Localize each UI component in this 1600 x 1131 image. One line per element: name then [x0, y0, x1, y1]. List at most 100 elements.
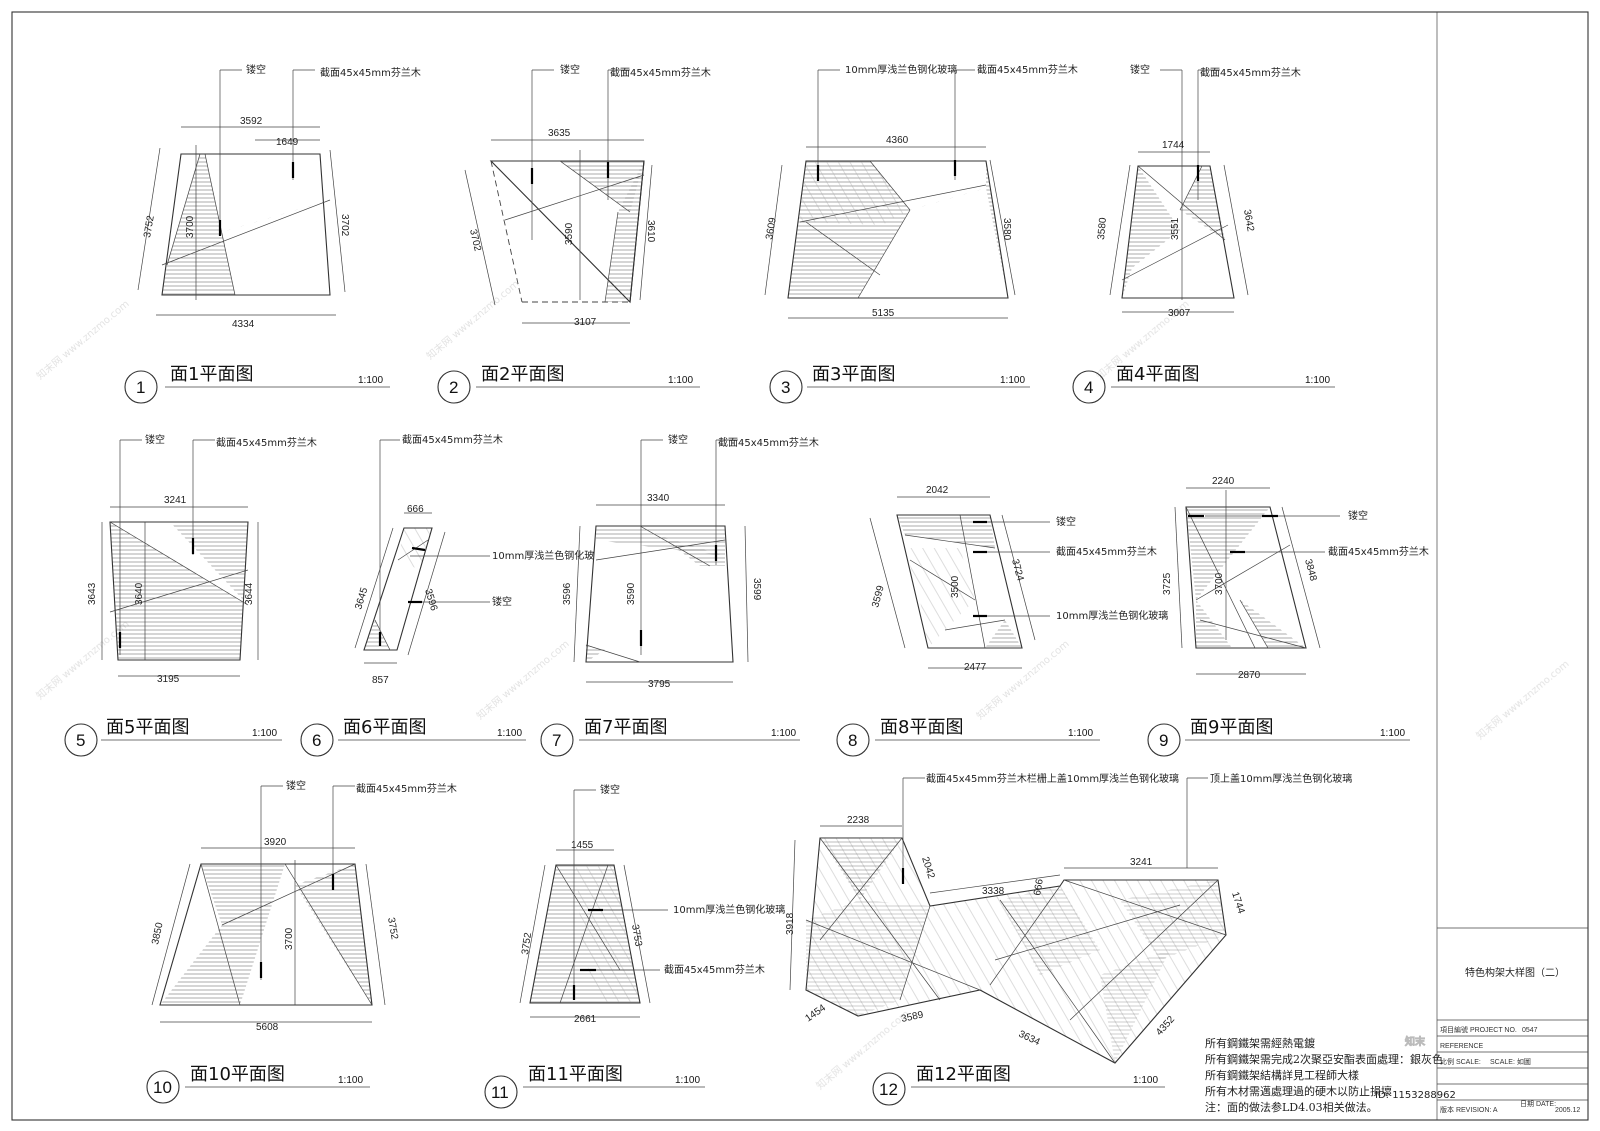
- panel-12-caption: 12 面12平面图 1:100: [872, 1064, 1165, 1106]
- panel-5-label-void: 镂空: [145, 433, 165, 446]
- panel-3-scale: 1:100: [1000, 375, 1025, 386]
- panel-9-dim-bottom: 2870: [1238, 670, 1261, 681]
- panel-2-title: 面2平面图: [481, 364, 564, 385]
- panel-12-drawing: [789, 777, 1227, 1064]
- panel-9-dim-right: 3848: [1302, 558, 1318, 583]
- panel-6-annotations: 截面45x45mm芬兰木 10mm厚浅兰色钢化玻璃 镂空 666 3645 35…: [353, 433, 604, 686]
- panel-2-label-wood: 截面45x45mm芬兰木: [610, 66, 711, 79]
- svg-text:知末网 www.znzmo.com: 知末网 www.znzmo.com: [1474, 657, 1572, 742]
- panel-12-label-wood-glass: 截面45x45mm芬兰木栏栅上盖10mm厚浅兰色钢化玻璃: [926, 772, 1179, 785]
- panel-4-caption: 4 面4平面图 1:100: [1072, 364, 1335, 404]
- panel-3-dim-left: 3609: [764, 216, 779, 240]
- note-1: 所有鋼鐵架需經熱電鍍: [1205, 1036, 1315, 1050]
- panel-12-dim-8: 1454: [803, 1002, 828, 1024]
- panel-11-drawing: [519, 789, 668, 1018]
- panel-3-label-wood: 截面45x45mm芬兰木: [977, 63, 1078, 76]
- panel-9-scale: 1:100: [1380, 728, 1405, 739]
- panel-1-caption: 1 面1平面图 1:100: [124, 364, 390, 404]
- panel-11-annotations: 镂空 10mm厚浅兰色钢化玻璃 截面45x45mm芬兰木 1455 3752 3…: [520, 783, 785, 1025]
- panel-10-annotations: 镂空 截面45x45mm芬兰木 3920 3850 3700 3752 5608: [150, 779, 457, 1033]
- note-5: 注：面的做法参LD4.03相关做法。: [1205, 1100, 1378, 1114]
- panel-10-drawing: [151, 785, 386, 1023]
- panel-5-dim-bottom: 3195: [157, 674, 180, 685]
- panel-1-drawing: [137, 69, 346, 316]
- panel-8-dim-bottom: 2477: [964, 662, 987, 673]
- panel-5-label-wood: 截面45x45mm芬兰木: [216, 436, 317, 449]
- panel-7-dim-center: 3590: [626, 582, 637, 605]
- panel-9-drawing: [1174, 487, 1340, 675]
- panel-1-label-wood: 截面45x45mm芬兰木: [320, 66, 421, 79]
- note-3: 所有鋼鐵架結構詳見工程師大樣: [1205, 1068, 1359, 1082]
- panel-10-dim-bottom: 5608: [256, 1022, 279, 1033]
- panel-4-label-void: 镂空: [1130, 63, 1150, 76]
- panel-6-label-glass: 10mm厚浅兰色钢化玻璃: [492, 549, 604, 562]
- panel-8-dim-right: 3724: [1009, 558, 1025, 583]
- panel-1-dim-right: 3702: [339, 214, 350, 237]
- panel-8-label-void: 镂空: [1056, 515, 1076, 528]
- panel-9-label-void: 镂空: [1348, 509, 1368, 522]
- panel-9-title: 面9平面图: [1190, 717, 1273, 738]
- panel-3-dim-top: 4360: [886, 135, 909, 146]
- panel-9-annotations: 镂空 截面45x45mm芬兰木 2240 3725 3700 3848 2870: [1162, 476, 1429, 681]
- panel-12-dim-5: 3241: [1130, 857, 1153, 868]
- panel-3-drawing: [764, 69, 1016, 319]
- panel-10-number: 10: [153, 1078, 172, 1097]
- panel-1-scale: 1:100: [358, 375, 383, 386]
- panel-2-drawing: [464, 69, 653, 324]
- panel-2-label-void: 镂空: [560, 63, 580, 76]
- panel-6-scale: 1:100: [497, 728, 522, 739]
- panel-2-scale: 1:100: [668, 375, 693, 386]
- panel-6-label-void: 镂空: [492, 595, 512, 608]
- panel-2-dim-right: 3610: [645, 220, 656, 243]
- panel-10-label-void: 镂空: [286, 779, 306, 792]
- panel-10-scale: 1:100: [338, 1075, 363, 1086]
- date-label: 日期 DATE:: [1520, 1100, 1556, 1108]
- panel-1-dim-top-right: 1649: [276, 137, 299, 148]
- panel-11-number: 11: [491, 1083, 509, 1102]
- panel-8-caption: 8 面8平面图 1:100: [836, 717, 1100, 757]
- revision-label: 版本 REVISION: A: [1440, 1105, 1498, 1114]
- panel-8-drawing: [869, 496, 1050, 669]
- panel-12-dim-1: 2238: [847, 815, 870, 826]
- panel-4-dim-top: 1744: [1162, 140, 1185, 151]
- panel-6-caption: 6 面6平面图 1:100: [300, 717, 526, 757]
- panel-5-title: 面5平面图: [106, 717, 189, 738]
- panel-7-dim-top: 3340: [647, 493, 670, 504]
- panel-7-caption: 7 面7平面图 1:100: [540, 717, 800, 757]
- panel-3-annotations: 10mm厚浅兰色钢化玻璃 截面45x45mm芬兰木 4360 3609 3580…: [764, 63, 1078, 319]
- panel-5-dim-center: 3640: [134, 582, 145, 605]
- scale-label: 比例 SCALE:: [1440, 1057, 1481, 1066]
- panel-1-annotations: 镂空 截面45x45mm芬兰木 3592 1649 3752 3700 3702…: [142, 63, 421, 330]
- panel-2-caption: 2 面2平面图 1:100: [437, 364, 700, 404]
- panel-7-dim-left: 3596: [562, 582, 573, 605]
- panel-11-dim-right: 3753: [629, 924, 644, 948]
- panel-9-caption: 9 面9平面图 1:100: [1147, 717, 1410, 757]
- panel-7-scale: 1:100: [771, 728, 796, 739]
- svg-text:知末网 www.znzmo.com: 知末网 www.znzmo.com: [424, 277, 522, 362]
- panel-8-number: 8: [848, 731, 857, 750]
- svg-text:知末网 www.znzmo.com: 知末网 www.znzmo.com: [974, 637, 1072, 722]
- sheet-border: [11, 11, 1589, 1121]
- panel-7-drawing: [573, 439, 749, 683]
- panel-5-dim-right: 3644: [244, 582, 255, 605]
- panel-11-dim-bottom: 2661: [574, 1014, 597, 1025]
- panel-12-dim-10: 3634: [1017, 1029, 1042, 1049]
- panel-3-dim-right: 3580: [1001, 218, 1012, 241]
- svg-text:知末网 www.znzmo.com: 知末网 www.znzmo.com: [474, 637, 572, 722]
- panel-1-dim-bottom: 4334: [232, 319, 255, 330]
- panel-3-label-glass: 10mm厚浅兰色钢化玻璃: [845, 63, 957, 76]
- panel-10-dim-center: 3700: [284, 927, 295, 950]
- panel-6-dim-bottom: 857: [372, 675, 389, 686]
- panel-8-annotations: 镂空 截面45x45mm芬兰木 10mm厚浅兰色钢化玻璃 2042 3599 3…: [870, 485, 1168, 673]
- panel-5-number: 5: [76, 731, 85, 750]
- panel-5-scale: 1:100: [252, 728, 277, 739]
- panel-4-drawing: [1109, 69, 1249, 313]
- panel-8-label-wood: 截面45x45mm芬兰木: [1056, 545, 1157, 558]
- panel-8-title: 面8平面图: [880, 717, 963, 738]
- panel-8-dim-center: 3500: [950, 575, 961, 598]
- panel-7-label-wood: 截面45x45mm芬兰木: [718, 436, 819, 449]
- panel-12-label-roof-glass: 顶上盖10mm厚浅兰色钢化玻璃: [1210, 772, 1352, 785]
- panel-10-dim-right: 3752: [385, 917, 400, 941]
- panel-12-dim-4: 666: [1032, 878, 1046, 897]
- panel-4-label-wood: 截面45x45mm芬兰木: [1200, 66, 1301, 79]
